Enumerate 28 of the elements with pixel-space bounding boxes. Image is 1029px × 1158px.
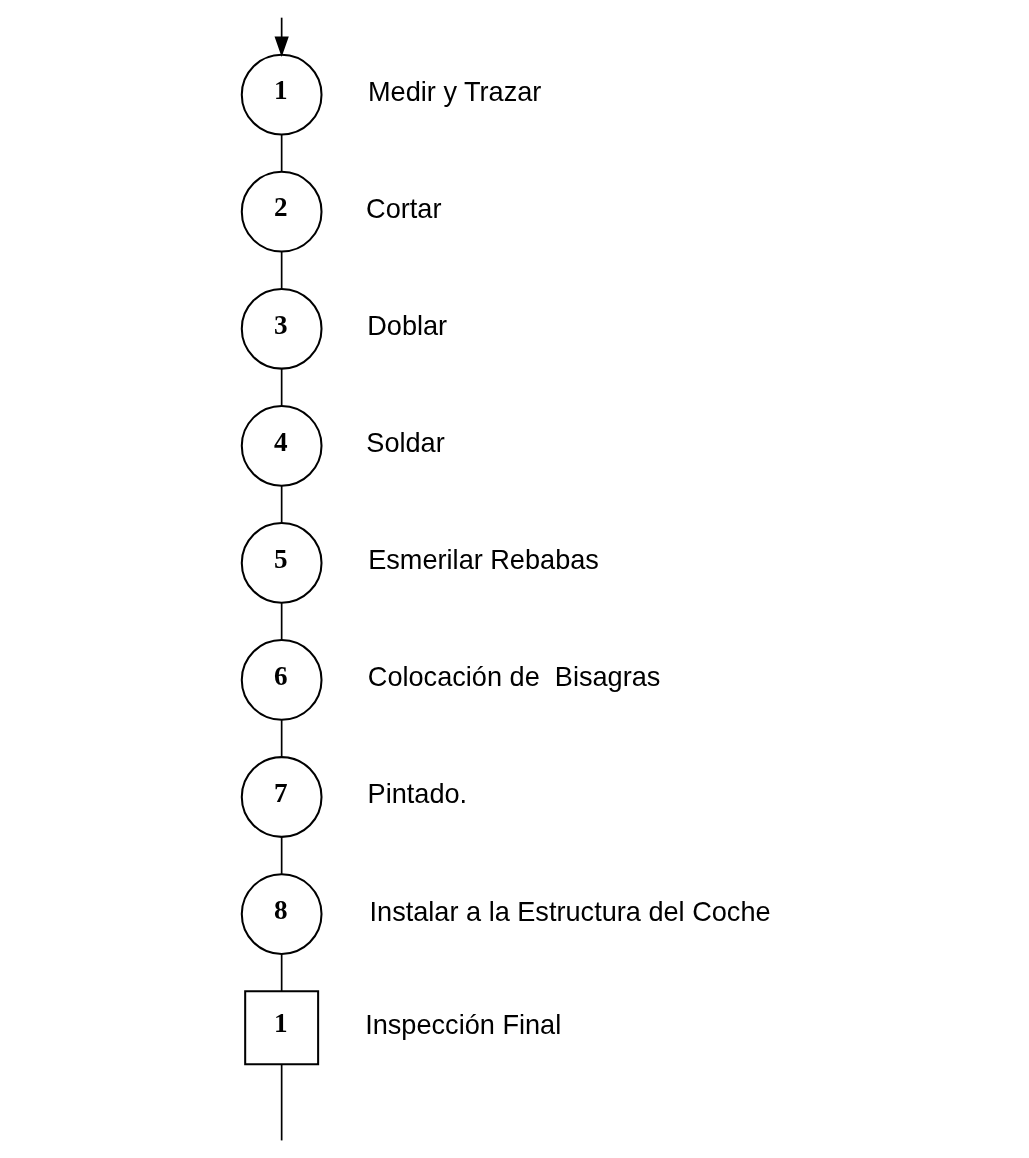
node-circle: 6: [240, 639, 323, 721]
node-label: Pintado.: [367, 778, 468, 810]
node-label: Esmerilar Rebabas: [368, 544, 599, 576]
connector: [280, 1063, 283, 1142]
node-circle: 2: [240, 170, 323, 253]
connector: [280, 836, 283, 875]
node-label: Doblar: [367, 310, 448, 342]
node-circle: 3: [240, 287, 323, 370]
node-label: Instalar a la Estructura del Coche: [369, 895, 771, 927]
node-label: Medir y Trazar: [368, 76, 542, 108]
connector: [280, 368, 283, 407]
connector: [280, 485, 283, 524]
node-circle: 5: [240, 522, 323, 604]
connector: [280, 133, 283, 173]
node-circle: 4: [240, 404, 323, 487]
arrow: [274, 16, 289, 57]
node-circle: 7: [240, 756, 323, 838]
connector: [280, 602, 283, 641]
connector: [280, 953, 283, 992]
connector: [280, 251, 283, 290]
node-circle: 8: [240, 873, 323, 955]
node-circle: 1: [240, 53, 323, 136]
node-box: 1: [244, 990, 320, 1066]
connector: [280, 719, 283, 758]
node-label: Inspección Final: [365, 1009, 562, 1041]
node-label: Cortar: [366, 193, 442, 225]
node-label: Soldar: [366, 427, 445, 459]
node-label: Colocación de Bisagras: [367, 661, 661, 693]
